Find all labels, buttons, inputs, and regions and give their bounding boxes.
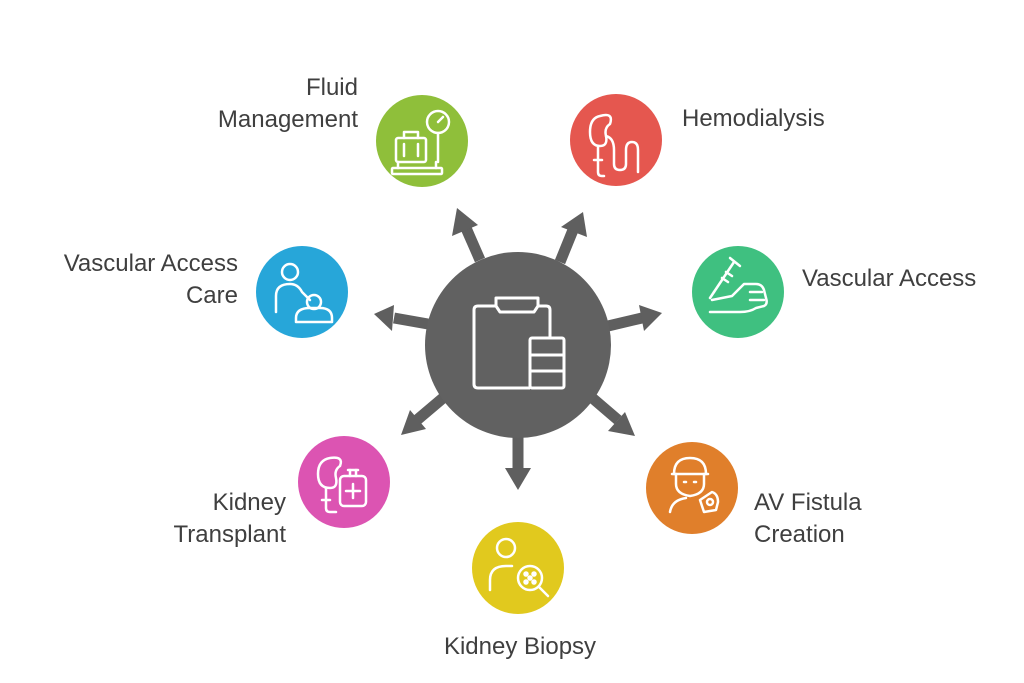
- label-kidney-biopsy: Kidney Biopsy: [443, 633, 597, 660]
- arrow-fluid-management: [452, 208, 486, 263]
- arm-syringe-icon: [708, 256, 768, 314]
- kidney-transplant-circle: [298, 436, 390, 528]
- label-fluid-management: Fluid Management: [217, 74, 358, 133]
- label-kidney-transplant: Kidney Transplant: [173, 489, 287, 548]
- hub-node: [425, 252, 611, 438]
- label-av-fistula-creation: AV Fistula Creation: [754, 489, 862, 548]
- label-vascular-access: Vascular Access: [802, 265, 977, 292]
- node-av-fistula-creation: [646, 442, 738, 534]
- node-kidney-biopsy: [472, 522, 564, 614]
- clipboard-icon: [472, 296, 566, 390]
- kidney-medical-bag-icon: [316, 456, 368, 514]
- arrow-av-fistula-creation: [586, 391, 635, 436]
- person-magnifier-icon: [488, 537, 550, 598]
- arrow-kidney-transplant: [401, 393, 447, 435]
- node-vascular-access-care: [256, 246, 348, 338]
- node-kidney-transplant: [298, 436, 390, 528]
- node-hemodialysis: [570, 94, 662, 186]
- vascular-access-circle: [692, 246, 784, 338]
- hemodialysis-circle: [570, 94, 662, 186]
- arrow-vascular-access: [606, 305, 662, 332]
- surgeon-icon: [668, 456, 720, 514]
- caregiver-patient-icon: [274, 262, 334, 324]
- kidney-biopsy-circle: [472, 522, 564, 614]
- hub-circle: [425, 252, 611, 438]
- luggage-scale-icon: [390, 109, 451, 176]
- arrows-group: [374, 208, 662, 490]
- node-fluid-management: [376, 95, 468, 187]
- av-fistula-creation-circle: [646, 442, 738, 534]
- kidney-tube-icon: [588, 113, 640, 178]
- arrow-vascular-access-care: [374, 305, 429, 331]
- arrow-hemodialysis: [554, 212, 587, 265]
- label-vascular-access-care: Vascular Access Care: [63, 250, 238, 309]
- label-hemodialysis: Hemodialysis: [682, 105, 825, 132]
- arrow-kidney-biopsy: [505, 434, 531, 490]
- node-vascular-access: [692, 246, 784, 338]
